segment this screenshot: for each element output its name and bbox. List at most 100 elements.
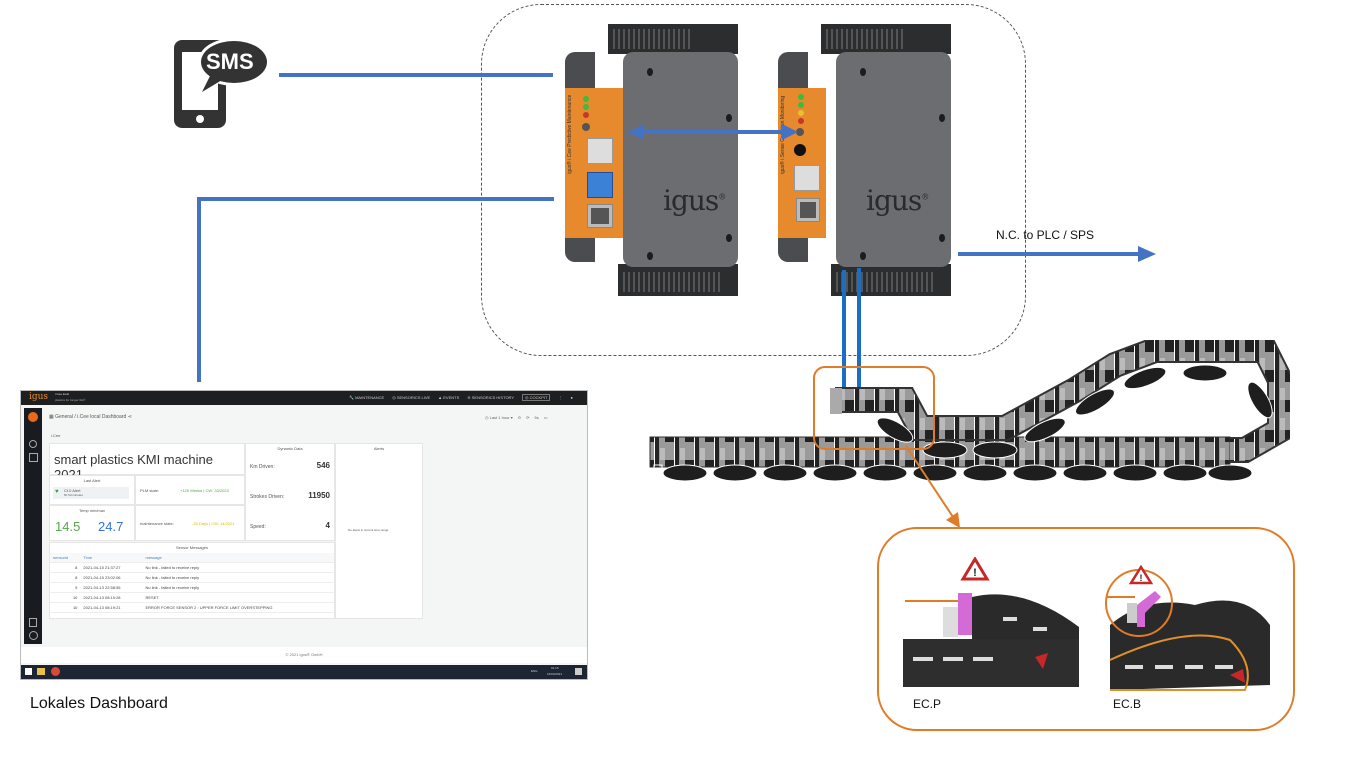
title-panel: smart plastics KMI machine 2021 — [49, 443, 245, 482]
ecp-label: EC.P — [913, 697, 942, 711]
maintenance-state-panel: maintenance state: -28 Days | CW: 14/202… — [135, 505, 245, 541]
breadcrumb-page[interactable]: i.Cee local Dashboard — [77, 414, 127, 420]
ecp-sensor-illustration: ! — [903, 557, 1079, 687]
plm-value: +125 Weeks | CW: 33/2023 — [180, 488, 229, 493]
dashboard-footer: © 2021 igus® GmbH — [21, 647, 587, 663]
chain-detail-callout — [813, 366, 935, 450]
ethernet-port — [796, 198, 820, 222]
zoom-out-icon[interactable]: ⊖ — [517, 415, 522, 420]
usb-port — [794, 165, 820, 191]
ecb-label: EC.B — [1113, 697, 1142, 711]
sms-phone-icon: SMS — [172, 36, 272, 130]
windows-taskbar: ENG 01:15 16/04/2021 — [21, 665, 587, 679]
alert-time: 6h 5d minutes — [64, 493, 83, 497]
file-explorer-icon[interactable] — [37, 668, 45, 675]
device-enclosure-boundary — [481, 4, 1026, 356]
device-side-label: igus® i.Cee Predictive Maintenance — [567, 94, 573, 174]
ecb-sensor-illustration: ! — [1105, 565, 1270, 691]
usb3-port — [587, 172, 613, 198]
plc-link-label: N.C. to PLC / SPS — [996, 228, 1095, 242]
share-icon[interactable]: ⋖ — [127, 414, 132, 420]
nav-maintenance[interactable]: 🔧 MAINTENANCE — [349, 395, 385, 400]
signin-icon[interactable] — [29, 618, 37, 627]
reset-button — [582, 123, 590, 131]
reset-button — [796, 128, 804, 136]
search-icon[interactable] — [29, 440, 37, 448]
language-indicator[interactable]: ENG — [531, 669, 538, 673]
refresh-interval[interactable]: 5s — [534, 415, 539, 420]
dashboards-grid-icon: ▦ — [49, 414, 56, 420]
km-driven-value: 546 — [316, 461, 330, 470]
notifications-icon[interactable] — [575, 668, 582, 675]
nav-cockpit[interactable]: ◎ COCKPIT — [522, 394, 551, 401]
table-header: sensorid Time message — [50, 553, 334, 563]
brand-title: i.Cee.local — [55, 392, 70, 396]
maintenance-value: -28 Days | CW: 14/2021 — [192, 521, 235, 526]
led-green — [798, 94, 804, 100]
table-row: 8 2021-04-15 21:37:27 No link - failed t… — [50, 562, 334, 573]
time-range-picker[interactable]: ◷ Last 1 hour ▾ — [485, 415, 513, 420]
breadcrumb: ▦ General / i.Cee local Dashboard ⋖ — [49, 414, 132, 420]
table-row: 10 2021-04-13 08:19:21 ERROR FORCE SENSO… — [50, 602, 334, 613]
sensor-cable — [857, 268, 861, 396]
row-label[interactable]: i.Cee — [51, 433, 61, 438]
taskbar-clock[interactable]: 01:15 — [551, 666, 559, 670]
alerts-panel: Alerts No alerts in current time range — [335, 443, 423, 619]
igus-logo: igus® — [663, 184, 726, 217]
led-green — [583, 104, 589, 110]
grafana-logo-icon — [28, 412, 38, 422]
table-row: 10 2021-04-13 08:19:28 RESET — [50, 592, 334, 603]
windows-start-icon[interactable] — [25, 668, 32, 675]
bidirectional-link-arrow — [628, 124, 798, 140]
ethernet-port — [587, 204, 613, 228]
table-row: 9 2021-04-13 22:58:55 No link - failed t… — [50, 582, 334, 593]
last-alert-panel: Last Alert ♥ Cf.0 Alert 6h 5d minutes — [49, 475, 135, 505]
igus-brand-logo: igus — [29, 392, 49, 402]
user-avatar-icon[interactable]: ● — [570, 395, 573, 400]
nav-sensorics-history[interactable]: ≋ SENSORICS HISTORY — [467, 395, 515, 400]
plm-state-panel: PLM state: +125 Weeks | CW: 33/2023 — [135, 475, 245, 505]
brand-subtitle: plastics for longer life® — [55, 398, 86, 402]
local-dashboard-screenshot: igus i.Cee.local plastics for longer lif… — [20, 390, 588, 680]
speed-value: 4 — [325, 521, 330, 530]
table-row: 8 2021-04-15 23:02:06 No link - failed t… — [50, 572, 334, 583]
svg-text:!: ! — [973, 567, 977, 579]
sms-connector-line — [279, 73, 553, 77]
energy-chain-illustration — [649, 340, 1290, 482]
breadcrumb-root[interactable]: General — [55, 414, 73, 420]
power-jack — [794, 144, 806, 156]
dynamic-data-panel: Dynamic Data Km Driven: 546 Strokes Driv… — [245, 443, 335, 541]
led-green — [798, 102, 804, 108]
sensor-messages-panel: Sensor Messages sensorid Time message 8 … — [49, 542, 335, 619]
dashboards-icon[interactable] — [29, 453, 38, 462]
top-nav: 🔧 MAINTENANCE ◎ SENSORICS LIVE ▲ EVENTS … — [341, 394, 573, 401]
help-icon[interactable] — [29, 631, 38, 640]
nav-sensorics-live[interactable]: ◎ SENSORICS LIVE — [392, 395, 431, 400]
temp-panel: Temp min/max 14.5 24.7 — [49, 505, 135, 541]
temp-min: 14.5 — [55, 519, 81, 534]
refresh-icon[interactable]: ⟳ — [526, 415, 530, 420]
chrome-icon[interactable] — [51, 667, 60, 676]
taskbar-date[interactable]: 16/04/2021 — [547, 672, 563, 676]
sensor-cable — [842, 270, 846, 398]
more-menu-icon[interactable]: ⋮ — [558, 395, 563, 400]
grafana-sidebar — [24, 408, 42, 644]
alert-name: Cf.0 Alert — [64, 488, 81, 493]
led-green — [583, 96, 589, 102]
dashboard-connector-vertical — [197, 197, 201, 382]
temp-max: 24.7 — [98, 519, 124, 534]
alerts-empty-message: No alerts in current time range — [348, 528, 389, 532]
plc-output-arrow — [958, 246, 1156, 262]
usb-port — [587, 138, 613, 164]
dashboard-header-bar: igus i.Cee.local plastics for longer lif… — [21, 391, 587, 405]
strokes-driven-value: 11950 — [308, 491, 330, 500]
svg-text:!: ! — [1140, 573, 1143, 583]
device-isense-condition-monitoring: igus® i.Sense Condition Monitoring igus® — [776, 24, 956, 296]
tv-mode-icon[interactable]: ▭ — [543, 415, 548, 420]
led-red — [798, 118, 804, 124]
nav-events[interactable]: ▲ EVENTS — [438, 395, 460, 400]
igus-logo: igus® — [866, 184, 929, 217]
led-yellow — [798, 110, 804, 116]
sms-label: SMS — [206, 49, 254, 74]
dashboard-caption: Lokales Dashboard — [30, 695, 168, 712]
